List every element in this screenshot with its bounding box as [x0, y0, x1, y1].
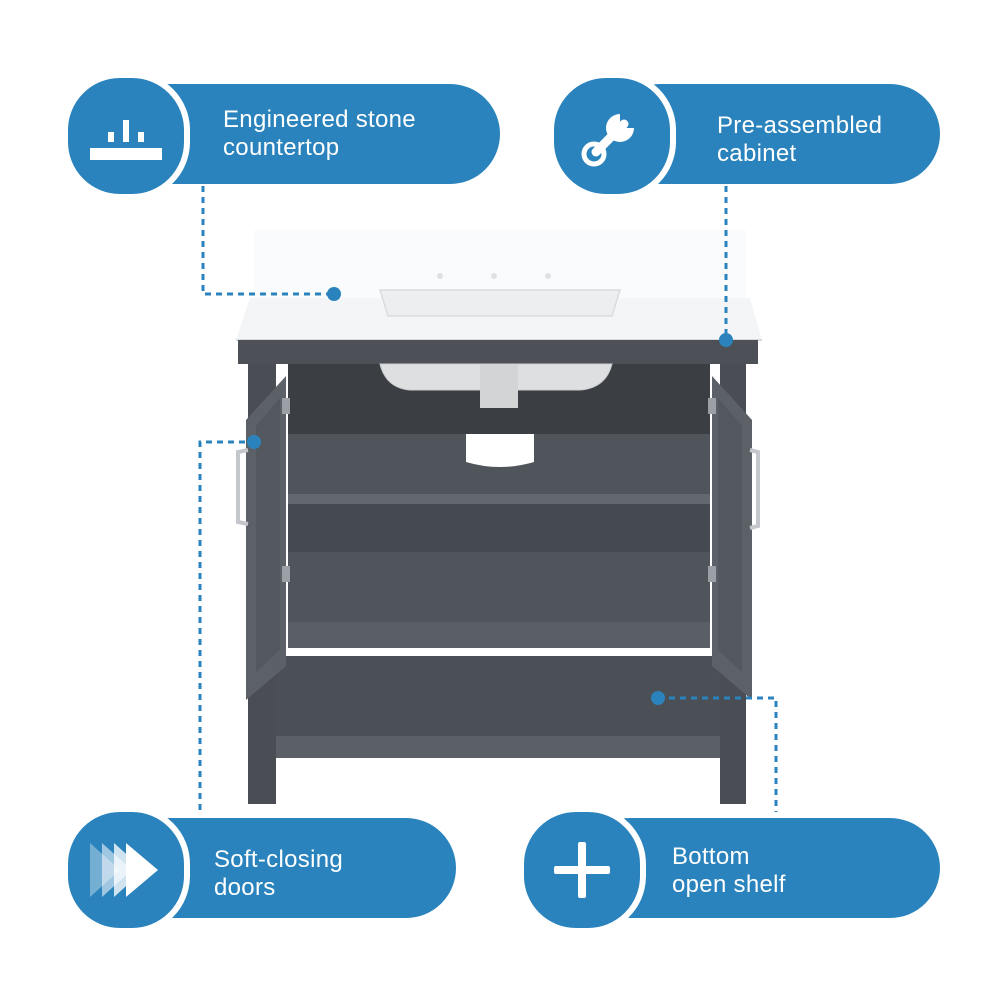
feature-shelf-label: Bottom open shelf: [672, 843, 786, 898]
feature-shelf-badge: [518, 806, 646, 934]
doors-leader: [198, 440, 250, 810]
plus-icon: [554, 842, 610, 898]
feature-doors-label: Soft-closing doors: [214, 846, 343, 901]
fast-forward-icon: [90, 843, 158, 897]
feature-cabinet-badge: [548, 72, 676, 200]
left-door: [236, 376, 290, 700]
wrench-icon: [581, 109, 639, 167]
feature-doors-badge: [62, 806, 190, 934]
right-door: [708, 376, 760, 700]
leader-dots: [247, 287, 733, 705]
countertop-leader: [201, 186, 330, 296]
feature-countertop-label: Engineered stone countertop: [223, 106, 416, 161]
leader-lines: [198, 186, 778, 812]
cabinet-body: [238, 340, 758, 804]
feature-countertop-badge: [62, 72, 190, 200]
feature-cabinet-label: Pre-assembled cabinet: [717, 112, 883, 167]
countertop-slab: [236, 230, 762, 341]
faucet-icon: [90, 120, 162, 160]
